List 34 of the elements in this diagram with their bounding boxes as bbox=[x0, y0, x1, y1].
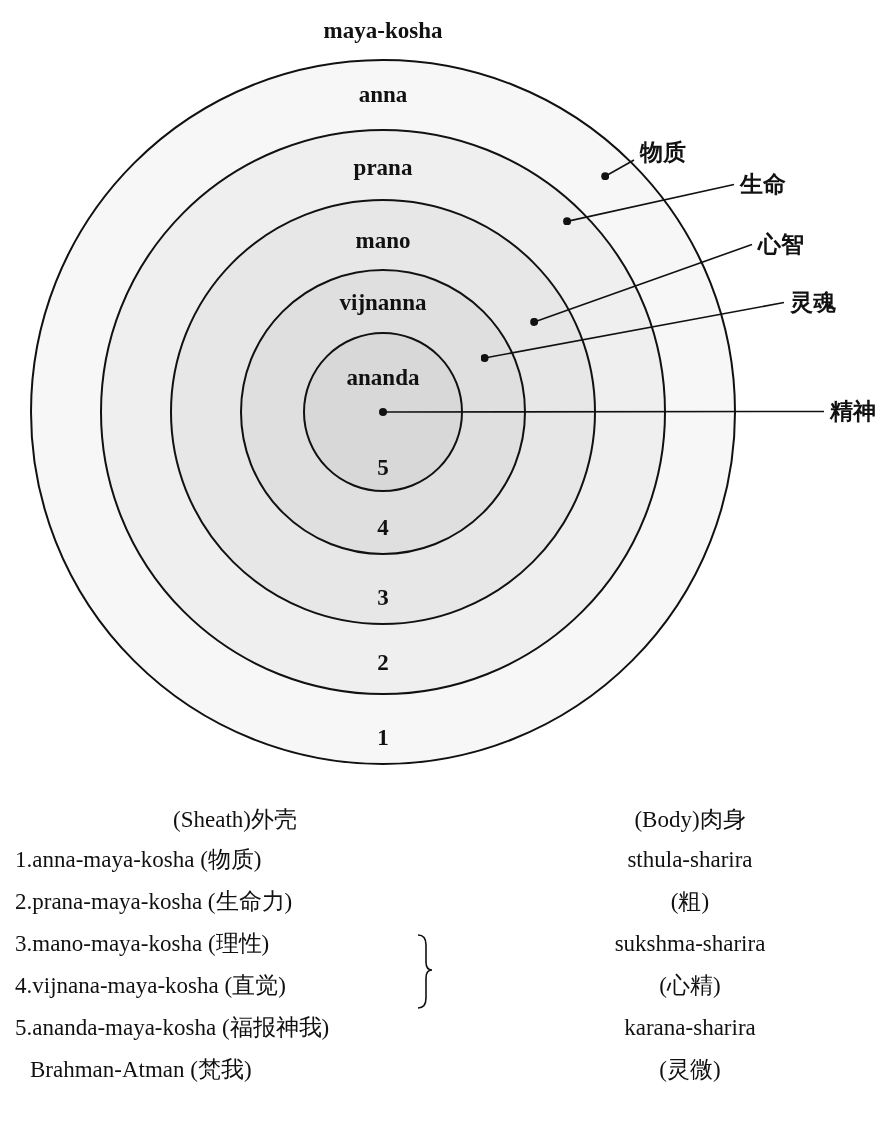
leader-label: 灵魂 bbox=[790, 291, 836, 314]
leader-line bbox=[480, 301, 785, 362]
leader-line bbox=[530, 243, 753, 326]
sheath-name: prana bbox=[353, 155, 413, 179]
title: maya-kosha bbox=[323, 18, 443, 42]
leader-line bbox=[601, 159, 635, 181]
list-item: 3.mano-maya-kosha (理性) bbox=[15, 932, 270, 955]
sheath-name: mano bbox=[355, 228, 411, 252]
leader-label: 心智 bbox=[758, 233, 804, 256]
list-item: karana-sharira bbox=[624, 1016, 756, 1039]
column-heading: (Sheath)外壳 bbox=[173, 808, 297, 831]
leader-line bbox=[563, 183, 735, 226]
list-item: (灵微) bbox=[659, 1058, 721, 1081]
sheath-name: vijnanna bbox=[339, 290, 427, 314]
list-item: (粗) bbox=[670, 890, 710, 913]
list-item: 1.anna-maya-kosha (物质) bbox=[15, 848, 262, 871]
sheath-number: 1 bbox=[377, 725, 389, 749]
sheath-name: ananda bbox=[346, 365, 420, 389]
sheath-number: 4 bbox=[377, 515, 389, 539]
list-item: 4.vijnana-maya-kosha (直觉) bbox=[15, 974, 286, 997]
leader-label: 生命 bbox=[740, 173, 786, 196]
list-item: Brahman-Atman (梵我) bbox=[30, 1058, 252, 1081]
sheath-name: anna bbox=[358, 82, 408, 106]
leader-line bbox=[379, 408, 825, 416]
list-item: 2.prana-maya-kosha (生命力) bbox=[15, 890, 293, 913]
sheath-number: 5 bbox=[377, 455, 389, 479]
sheath-number: 2 bbox=[377, 650, 389, 674]
list-item: (心精) bbox=[659, 974, 721, 997]
sheath-number: 3 bbox=[377, 585, 389, 609]
leader-label: 精神 bbox=[830, 400, 876, 423]
list-item: 5.ananda-maya-kosha (福报神我) bbox=[15, 1016, 330, 1039]
column-heading: (Body)肉身 bbox=[634, 808, 746, 831]
list-item: sukshma-sharira bbox=[614, 932, 766, 955]
list-item: sthula-sharira bbox=[627, 848, 753, 871]
